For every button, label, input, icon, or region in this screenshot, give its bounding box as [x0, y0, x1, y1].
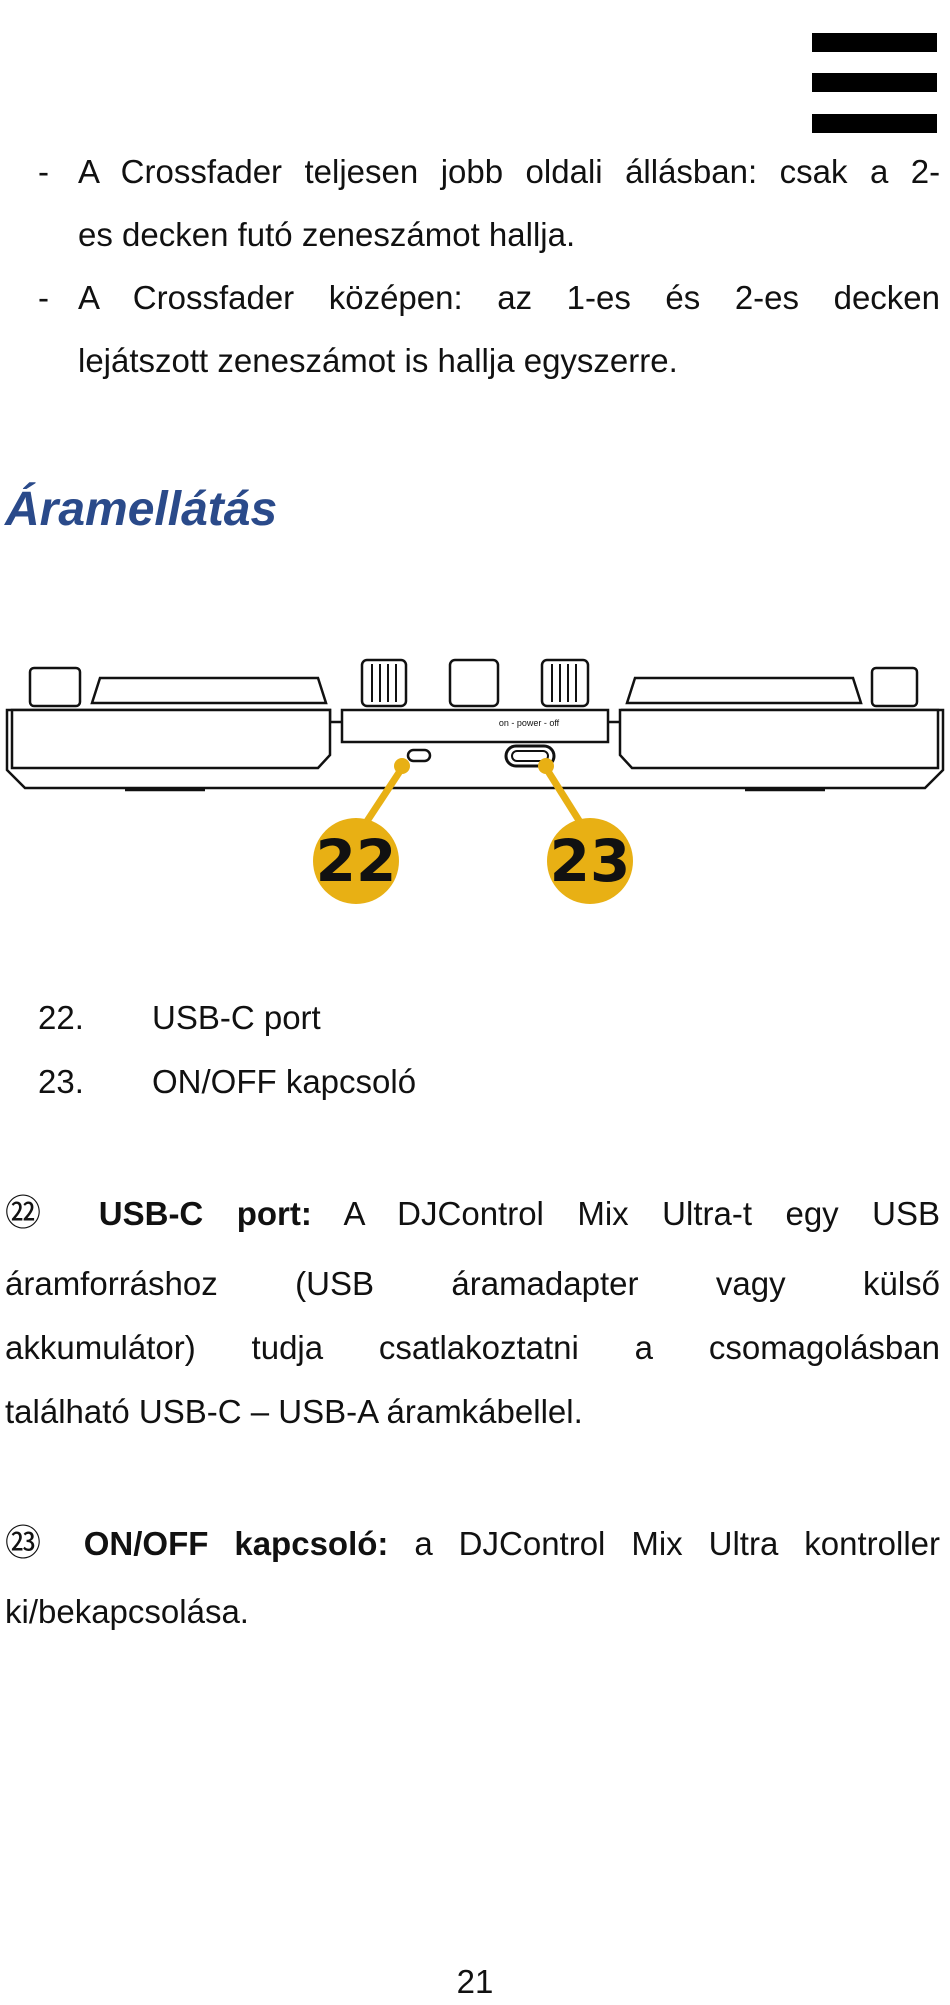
callout-22-badge	[313, 818, 399, 904]
bullet-dash: -	[38, 153, 49, 190]
list-number: 23.	[38, 1063, 84, 1100]
section-heading: Áramellátás	[5, 483, 278, 536]
list-label: USB-C port	[152, 999, 321, 1036]
para-1-line-2: áramforráshoz (USB áramadapter vagy küls…	[5, 1265, 941, 1302]
para-1-line-3: akkumulátor) tudja csatlakoztatni a csom…	[5, 1329, 940, 1366]
para-1-line-1: ㉒ USB-C port: A DJControl Mix Ultra-t eg…	[5, 1193, 941, 1234]
para-1-line-4: található USB-C – USB-A áramkábellel.	[5, 1393, 583, 1430]
para-2-line-1: ㉓ ON/OFF kapcsoló: a DJControl Mix Ultra…	[5, 1523, 940, 1564]
list-number: 22.	[38, 999, 84, 1036]
bullet-2-line-2: lejátszott zeneszámot is hallja egyszerr…	[78, 342, 678, 379]
bullet-1-line-1: A Crossfader teljesen jobb oldali állásb…	[78, 153, 941, 190]
callout-22-number: 22	[316, 827, 397, 895]
power-switch-label: on - power - off	[499, 718, 560, 728]
bullet-1-line-2: es decken futó zeneszámot hallja.	[78, 216, 576, 253]
list-label: ON/OFF kapcsoló	[152, 1063, 417, 1100]
page-number: 21	[456, 1963, 494, 2000]
callout-23-number: 23	[550, 827, 631, 895]
controller-rear-illustration: on - power - off 22 23	[5, 658, 945, 904]
callout-23-badge	[547, 818, 633, 904]
bullet-dash: -	[38, 279, 49, 316]
hamburger-menu-icon[interactable]	[812, 33, 937, 133]
bullet-2-line-1: A Crossfader középen: az 1-es és 2-es de…	[78, 279, 941, 316]
para-2-line-2: ki/bekapcsolása.	[5, 1593, 249, 1630]
